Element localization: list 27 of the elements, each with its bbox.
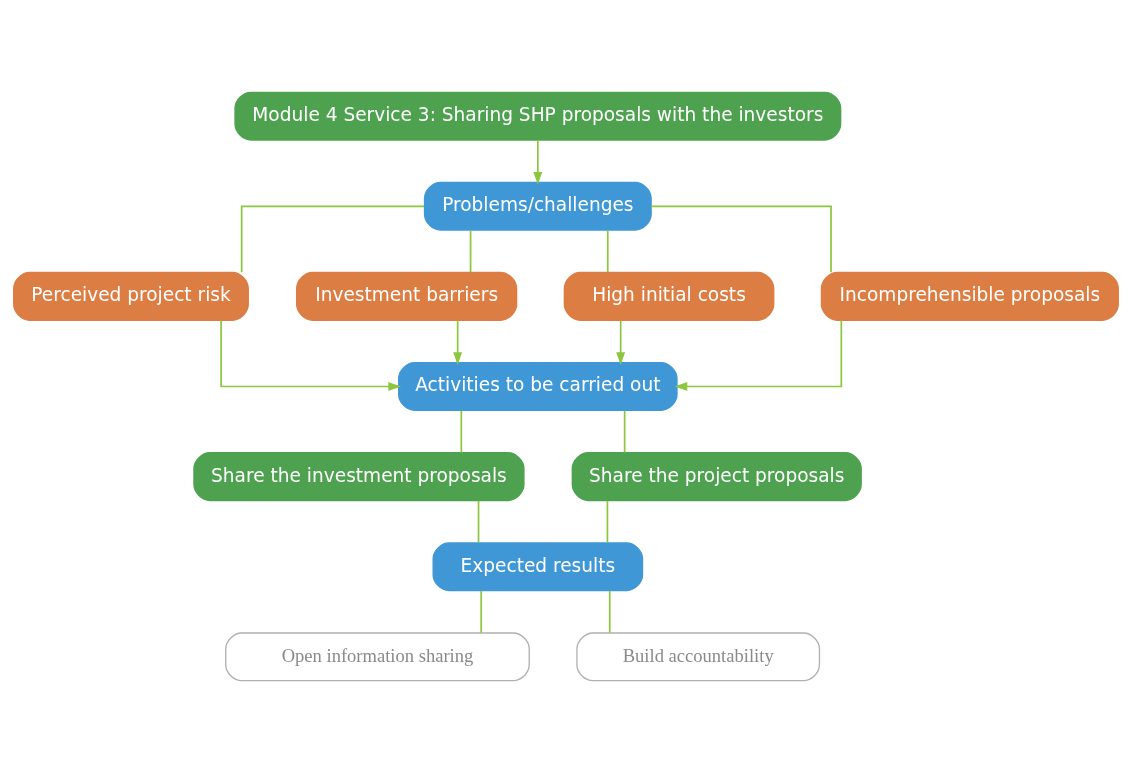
node-box: Activities to be carried out <box>398 362 678 411</box>
node-box: Share the investment proposals <box>193 452 525 502</box>
node-box: Expected results <box>432 542 644 592</box>
connector <box>240 205 426 274</box>
connector <box>477 499 480 544</box>
node-box: Problems/challenges <box>423 181 652 231</box>
arrow <box>616 319 626 365</box>
node-box: Build accountability <box>576 632 821 682</box>
node-box: Share the project proposals <box>571 452 862 502</box>
node-box: Perceived project risk <box>13 271 249 321</box>
node-box: Incomprehensible proposals <box>820 271 1119 321</box>
connector <box>608 590 611 634</box>
node-box: High initial costs <box>563 271 775 321</box>
node-box: Investment barriers <box>296 271 518 321</box>
connector <box>623 409 626 454</box>
connector <box>606 229 609 274</box>
arrow <box>220 319 402 391</box>
connector <box>480 590 483 634</box>
arrow <box>533 139 543 185</box>
node-box: Open information sharing <box>225 632 530 682</box>
connector <box>469 229 472 274</box>
connector <box>460 409 463 454</box>
arrow <box>674 319 843 391</box>
connector <box>650 205 832 274</box>
node-box: Module 4 Service 3: Sharing SHP proposals with the investors <box>234 91 842 141</box>
connector <box>606 499 609 544</box>
arrow <box>453 319 463 365</box>
